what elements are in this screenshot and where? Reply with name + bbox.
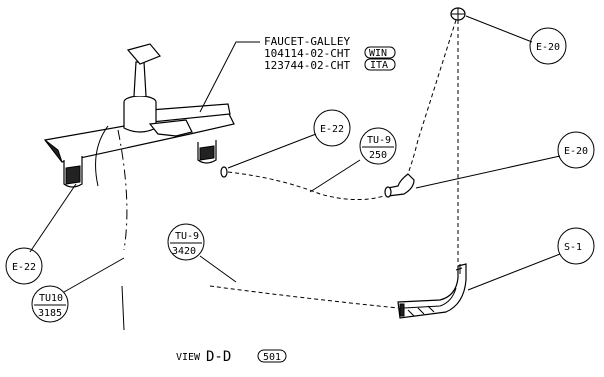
tu9-250-leader (309, 159, 361, 193)
callout-circle-tu9-250 (359, 127, 397, 165)
faucet-part-number-2: 123744-02-CHT (264, 59, 350, 72)
tag-box-win (364, 46, 396, 59)
diagonal-dashed-path (403, 19, 457, 183)
small-fitting-e22 (220, 166, 228, 178)
callout-circle-tu10 (31, 285, 69, 323)
callout-circle-e20-top (529, 27, 567, 65)
e22-left-leader (29, 183, 77, 253)
e20-right-leader (415, 155, 561, 189)
callout-e20-top: E-20 (536, 42, 560, 53)
view-label-name: D-D (206, 349, 231, 365)
sheet-tag-box (257, 349, 287, 363)
callout-e20-right: E-20 (564, 146, 588, 157)
faucet-part-number-1: 104114-02-CHT (264, 47, 350, 60)
faucet-title: FAUCET-GALLEY (264, 35, 350, 48)
drain-bracket (397, 263, 467, 319)
tu9-3420-leader (199, 255, 237, 283)
tubing-dashed-250 (227, 171, 385, 201)
callout-tu9-3420-bottom: 3420 (172, 246, 196, 257)
faucet-leader-line (199, 41, 260, 113)
callout-e22-mid: E-22 (320, 124, 344, 135)
callout-tu9-250-top: TU-9 (367, 135, 391, 146)
tag-box-ita (364, 58, 396, 71)
tubing-dashed-3420 (209, 285, 399, 309)
s1-leader (467, 253, 561, 291)
callout-tu9-3420-top: TU-9 (175, 231, 199, 242)
callout-tu10-bottom: 3185 (38, 308, 62, 319)
callout-tu9-250-bottom: 250 (369, 150, 387, 161)
callout-circle-e22-mid (313, 109, 351, 147)
callout-s1: S-1 (564, 242, 582, 253)
e20-top-leader (465, 15, 533, 43)
callout-circle-e20-right (557, 131, 595, 169)
callout-circle-s1 (557, 227, 595, 265)
tu10-leader (63, 257, 125, 293)
faucet-illustration (43, 43, 235, 331)
tag-win: WIN (369, 48, 387, 59)
view-label-prefix: VIEW (176, 352, 201, 363)
callout-e22-left: E-22 (12, 262, 36, 273)
top-fitting (450, 7, 466, 21)
callout-tu10-top: TU10 (39, 293, 63, 304)
tag-ita: ITA (370, 60, 388, 71)
e22-mid-leader (227, 133, 317, 169)
elbow-fitting (384, 173, 415, 198)
view-label-sheet: 501 (263, 352, 281, 363)
callout-circle-e22-left (5, 247, 43, 285)
callout-circle-tu9-3420 (167, 223, 205, 261)
